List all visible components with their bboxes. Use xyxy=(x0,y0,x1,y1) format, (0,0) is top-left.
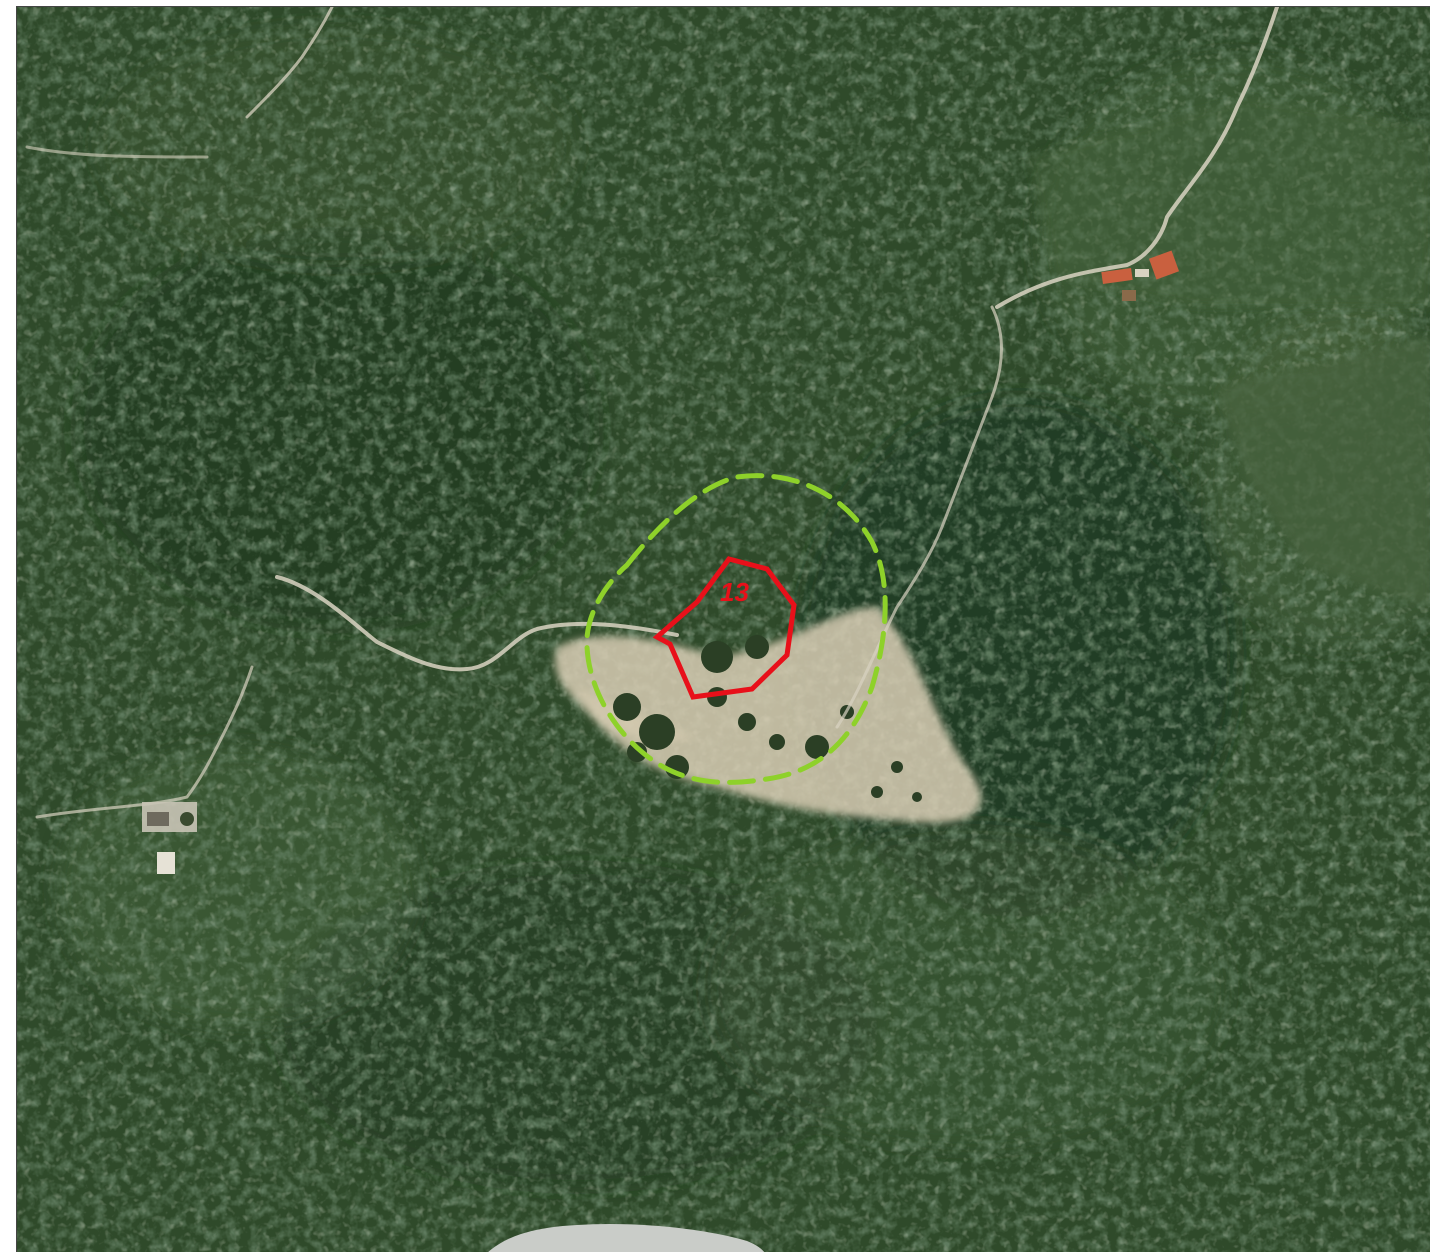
site-outline[interactable] xyxy=(652,556,797,700)
water-edge xyxy=(488,1223,765,1252)
farm-buildings-northeast xyxy=(1101,250,1180,301)
dirt-roads xyxy=(25,7,1279,819)
aerial-map[interactable]: 13 xyxy=(17,7,1430,1252)
road-west xyxy=(25,145,209,159)
road-southwest xyxy=(35,665,254,819)
map-frame: 13 xyxy=(16,6,1430,1252)
site-buffer-outline[interactable] xyxy=(584,473,888,785)
site-label: 13 xyxy=(720,577,749,607)
clearing-trees xyxy=(613,635,922,802)
road-east-track xyxy=(835,305,1003,729)
olive-grove-terraces xyxy=(1027,97,1430,607)
road-northeast xyxy=(995,7,1279,309)
road-site-access xyxy=(275,575,679,672)
farm-buildings-west xyxy=(142,802,197,874)
road-northwest xyxy=(245,7,334,119)
